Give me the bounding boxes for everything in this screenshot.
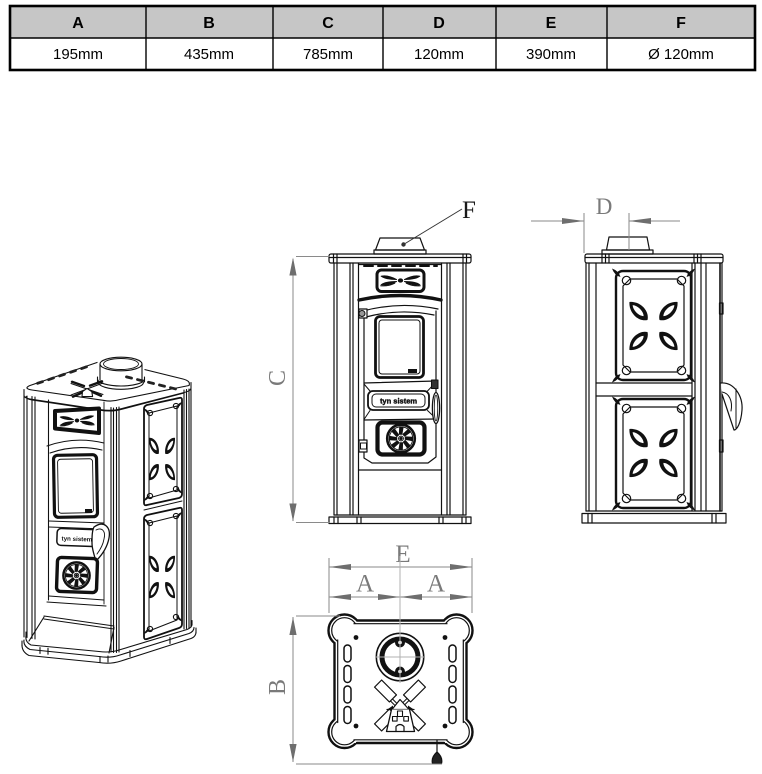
svg-text:120mm: 120mm <box>414 46 464 63</box>
svg-text:A: A <box>356 571 374 598</box>
svg-text:Ø 120mm: Ø 120mm <box>648 46 714 63</box>
svg-text:D: D <box>433 15 445 32</box>
svg-text:A: A <box>72 15 84 32</box>
svg-text:195mm: 195mm <box>53 46 103 63</box>
svg-text:E: E <box>395 541 410 568</box>
svg-text:B: B <box>203 15 215 32</box>
svg-text:A: A <box>427 571 445 598</box>
svg-text:C: C <box>322 15 334 32</box>
svg-text:435mm: 435mm <box>184 46 234 63</box>
svg-text:tyn sistem: tyn sistem <box>380 397 417 406</box>
svg-text:C: C <box>265 370 291 386</box>
svg-text:tyn sistem: tyn sistem <box>61 535 92 543</box>
svg-text:F: F <box>462 197 476 224</box>
svg-text:B: B <box>265 679 291 695</box>
svg-text:390mm: 390mm <box>526 46 576 63</box>
svg-text:D: D <box>596 194 613 219</box>
svg-text:F: F <box>676 15 686 32</box>
svg-text:785mm: 785mm <box>303 46 353 63</box>
svg-text:E: E <box>546 15 557 32</box>
